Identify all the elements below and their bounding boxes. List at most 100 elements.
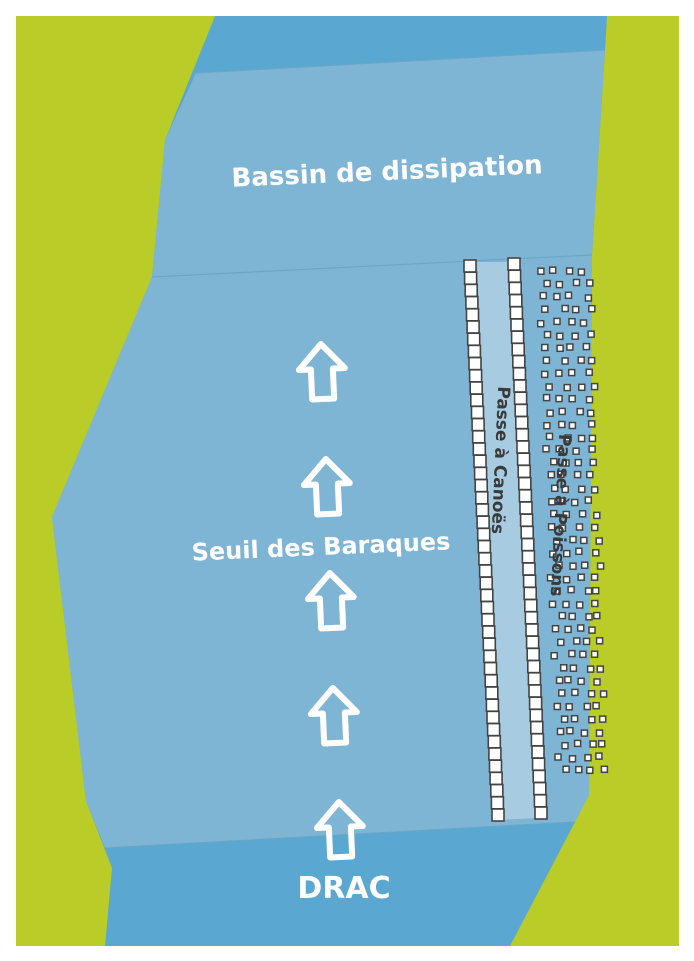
fish-pass-block: [570, 714, 579, 723]
wall-block: [518, 488, 533, 503]
wall-block: [515, 427, 530, 442]
fish-pass-block: [555, 280, 564, 289]
wall-block: [508, 293, 523, 308]
wall-block: [525, 623, 539, 637]
wall-block: [527, 671, 542, 686]
wall-block: [514, 403, 529, 418]
fish-pass-block: [566, 726, 574, 735]
wall-block: [485, 698, 500, 713]
wall-block: [511, 354, 526, 369]
dissipation-basin: [152, 50, 605, 277]
wall-block: [520, 525, 535, 540]
wall-block: [479, 588, 494, 603]
fish-pass-block: [593, 511, 601, 520]
fish-pass-block: [550, 509, 558, 518]
fish-pass-block: [596, 562, 605, 570]
fish-pass-block: [569, 664, 578, 672]
fish-pass-block: [542, 445, 550, 453]
fish-pass-block: [542, 356, 551, 365]
fish-pass-block: [582, 342, 591, 351]
wall-block: [488, 747, 502, 761]
fish-pass-block: [579, 650, 587, 659]
fish-pass-block: [546, 574, 555, 582]
wall-block: [528, 684, 542, 698]
wall-block: [517, 464, 532, 479]
fish-pass-block: [570, 498, 579, 507]
fish-pass-block: [577, 677, 585, 686]
fish-pass-block: [584, 496, 593, 504]
wall-block: [534, 806, 548, 820]
fish-pass-block: [595, 752, 603, 760]
fish-pass-block: [580, 561, 589, 569]
canoe-pass-left-wall: [463, 259, 505, 822]
wall-block: [509, 305, 524, 320]
fish-pass-block: [577, 573, 585, 581]
wall-block: [488, 759, 503, 774]
wall-block: [466, 332, 481, 347]
fish-pass-block: [575, 601, 584, 609]
wall-block: [468, 356, 482, 371]
fish-pass-block: [583, 702, 592, 711]
wall-block: [519, 501, 533, 515]
arrow-up-icon: [313, 799, 366, 861]
fish-pass-block: [554, 753, 562, 761]
fish-pass-block: [593, 678, 601, 686]
fish-pass-block: [541, 343, 549, 352]
fish-pass-block: [575, 765, 583, 774]
fish-pass-block: [550, 484, 559, 493]
fish-pass-block: [587, 356, 596, 365]
fish-pass-block: [563, 549, 571, 558]
wall-block: [533, 793, 548, 808]
fish-pass-block: [590, 650, 599, 658]
wall-block: [475, 503, 490, 517]
fish-pass-block: [577, 434, 586, 443]
fish-pass-block: [589, 458, 597, 467]
fish-pass-block: [558, 689, 566, 697]
wall-block: [532, 781, 547, 796]
river-label: DRAC: [297, 871, 390, 906]
wall-block: [474, 490, 489, 505]
fish-pass-block: [577, 268, 586, 276]
wall-block: [480, 600, 495, 615]
wall-block: [524, 610, 539, 625]
fish-pass-block: [546, 409, 554, 417]
wall-block: [531, 757, 546, 772]
fish-pass-block: [568, 317, 576, 326]
wall-block: [465, 307, 480, 322]
fish-pass-block: [541, 305, 549, 313]
canoe-pass-channel: [477, 262, 540, 820]
wall-block: [510, 330, 525, 345]
fish-pass-block: [576, 407, 584, 416]
fish-pass-block: [569, 562, 577, 570]
fish-pass-block: [552, 537, 561, 545]
wall-block: [522, 562, 536, 576]
fish-pass-block: [548, 266, 557, 274]
fish-pass-block: [556, 344, 564, 353]
fish-pass-block: [588, 304, 596, 313]
wall-block: [510, 318, 524, 332]
arrow-up-icon: [304, 570, 357, 632]
fish-pass-block: [557, 638, 565, 647]
fish-pass-block: [587, 420, 596, 428]
fish-pass-block: [562, 510, 571, 519]
fish-pass-block: [566, 343, 574, 351]
fish-pass-block: [574, 458, 583, 467]
wall-block: [465, 295, 479, 310]
fish-pass-block: [586, 279, 594, 287]
wall-block: [523, 586, 538, 601]
fish-pass-block: [558, 420, 566, 429]
fish-pass-block: [592, 549, 600, 557]
fish-pass-block: [562, 600, 570, 609]
wall-block: [466, 320, 480, 334]
fish-pass-block: [582, 637, 591, 646]
wall-block: [484, 686, 499, 700]
fish-pass-block: [568, 612, 576, 621]
fish-pass-block: [588, 445, 596, 453]
fish-pass-block: [575, 523, 584, 531]
fish-pass-block: [599, 690, 608, 698]
fish-pass-block: [549, 550, 557, 558]
fish-pass-block: [572, 447, 580, 455]
wall-block: [525, 635, 540, 650]
fish-pass-block: [585, 368, 593, 377]
fish-pass-block: [548, 498, 556, 506]
